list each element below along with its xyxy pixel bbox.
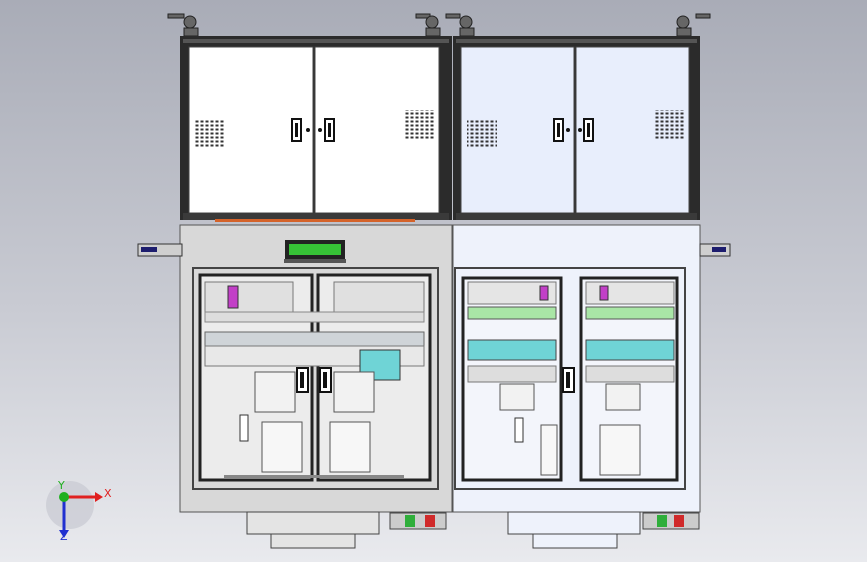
z-axis-label: Z — [60, 530, 68, 543]
vent-grille — [467, 120, 497, 148]
axis-triad[interactable]: X Y Z — [46, 479, 112, 543]
status-indicators — [389, 512, 447, 530]
door-handle-icon[interactable] — [324, 118, 335, 142]
base-plate — [246, 511, 380, 535]
vent-grille — [194, 120, 224, 148]
door-handle-icon[interactable] — [291, 118, 302, 142]
vent-grille — [654, 110, 684, 140]
y-axis-label: Y — [57, 479, 65, 492]
x-axis-label: X — [104, 487, 112, 500]
base-plate — [507, 511, 641, 535]
status-indicators — [642, 512, 700, 530]
lower-door-frame — [454, 267, 686, 490]
door-handle-icon[interactable] — [319, 367, 332, 393]
caster-wheel-icon — [445, 13, 475, 37]
y-axis-marker — [59, 492, 69, 502]
right-machine[interactable] — [452, 13, 731, 549]
lower-door-frame — [192, 267, 439, 490]
door-handle-icon[interactable] — [296, 367, 309, 393]
door-handle-icon[interactable] — [553, 118, 564, 142]
caster-wheel-icon — [415, 13, 441, 37]
caster-wheel-icon — [676, 13, 711, 37]
left-machine[interactable] — [137, 13, 475, 549]
vent-grille — [404, 110, 434, 140]
hmi-display[interactable] — [284, 240, 346, 263]
door-handle-icon[interactable] — [583, 118, 594, 142]
internal-mechanism — [204, 281, 425, 478]
door-handle-icon[interactable] — [562, 367, 575, 393]
caster-wheel-icon — [167, 13, 199, 37]
internal-mechanism — [467, 281, 675, 476]
